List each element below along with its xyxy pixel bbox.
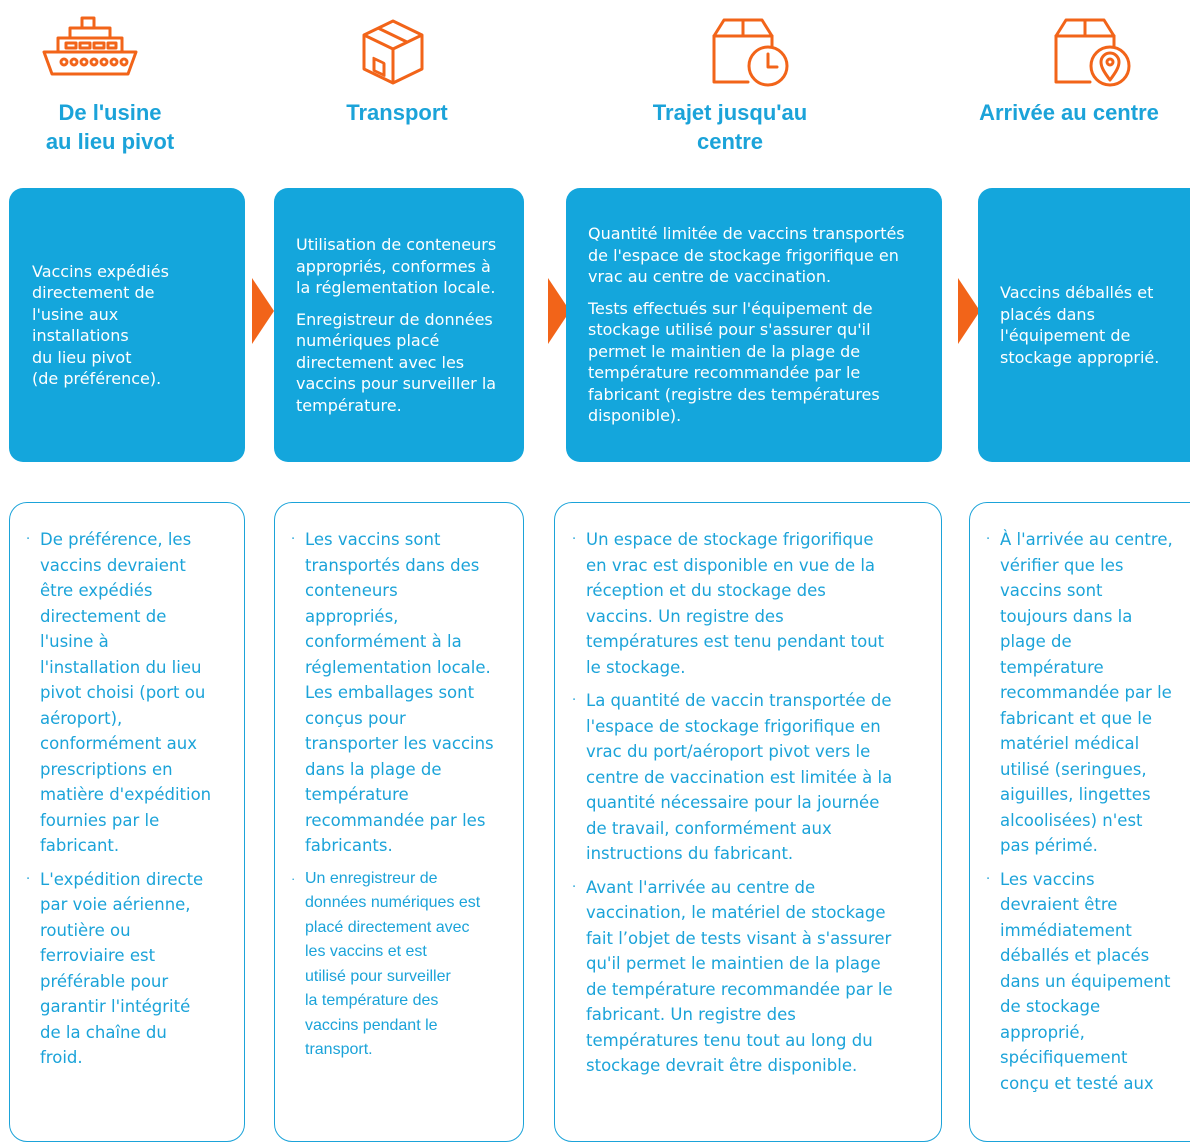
- column-title-transport: Transport: [346, 100, 448, 125]
- summary-box-trajet: Quantité limitée de vaccins transportés …: [566, 188, 942, 462]
- flow-arrow-3: [958, 278, 980, 344]
- summary-text: Vaccins déballés et placés dans l'équipe…: [1000, 283, 1160, 367]
- detail-box-arrivee: À l'arrivée au centre, vérifier que les …: [969, 502, 1190, 1142]
- detail-item: Avant l'arrivée au centre de vaccination…: [572, 875, 935, 1079]
- column-title-trajet: Trajet jusqu'au centre: [652, 100, 808, 154]
- detail-box-trajet: Un espace de stockage frigorifique en vr…: [554, 502, 942, 1142]
- summary-text: Vaccins expédiés directement de l'usine …: [32, 261, 169, 389]
- summary-text: Tests effectués sur l'équipement de stoc…: [588, 298, 880, 426]
- column-title-usine: De l'usine au lieu pivot: [45, 100, 175, 154]
- detail-list: Un espace de stockage frigorifique en vr…: [572, 527, 935, 1079]
- flow-arrow-2: [548, 278, 570, 344]
- detail-item: À l'arrivée au centre, vérifier que les …: [986, 527, 1190, 859]
- package-box-icon: [360, 18, 426, 86]
- detail-list: À l'arrivée au centre, vérifier que les …: [986, 527, 1190, 1096]
- summary-text: Utilisation de conteneurs appropriés, co…: [296, 235, 497, 297]
- box-clock-icon: [710, 16, 792, 88]
- detail-item: Un enregistreur de données numériques es…: [291, 867, 517, 1063]
- detail-list: Les vaccins sont transportés dans des co…: [291, 527, 517, 1063]
- detail-list: De préférence, les vaccins devraient êtr…: [26, 527, 238, 1071]
- summary-text: Quantité limitée de vaccins transportés …: [588, 224, 905, 287]
- detail-item: Les vaccins devraient être immédiatement…: [986, 867, 1190, 1097]
- flow-arrow-1: [252, 278, 274, 344]
- ship-icon: [38, 14, 142, 78]
- summary-box-usine: Vaccins expédiés directement de l'usine …: [9, 188, 245, 462]
- summary-text: Enregistreur de données numériques placé…: [296, 309, 497, 415]
- summary-box-transport: Utilisation de conteneurs appropriés, co…: [274, 188, 524, 462]
- detail-item: Les vaccins sont transportés dans des co…: [291, 527, 517, 859]
- detail-item: De préférence, les vaccins devraient êtr…: [26, 527, 238, 859]
- column-title-arrivee: Arrivée au centre: [979, 100, 1159, 125]
- detail-box-usine: De préférence, les vaccins devraient êtr…: [9, 502, 245, 1142]
- detail-item: Un espace de stockage frigorifique en vr…: [572, 527, 935, 680]
- detail-box-transport: Les vaccins sont transportés dans des co…: [274, 502, 524, 1142]
- summary-box-arrivee: Vaccins déballés et placés dans l'équipe…: [978, 188, 1190, 462]
- detail-item: L'expédition directe par voie aérienne, …: [26, 867, 238, 1071]
- detail-item: La quantité de vaccin transportée de l'e…: [572, 688, 935, 867]
- box-location-pin-icon: [1052, 16, 1134, 88]
